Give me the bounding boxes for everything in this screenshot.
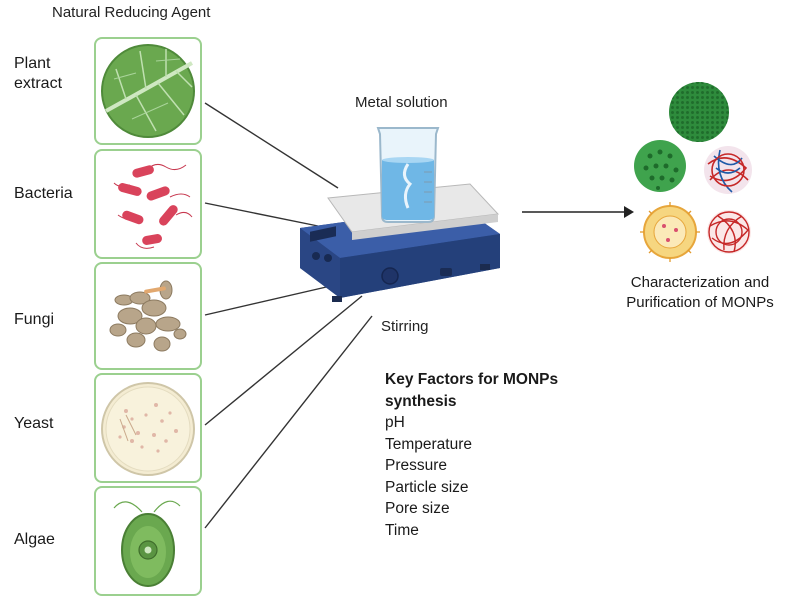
nanoparticle-icon [634, 82, 752, 262]
algae-icon [113, 500, 181, 587]
fungi-icon [109, 280, 187, 352]
connector-plant [204, 102, 339, 189]
label-fungi: Fungi [14, 311, 55, 328]
label-plant-line1: Plant [14, 55, 51, 72]
key-factors-block: Key Factors for MONPs synthesis pH Tempe… [385, 369, 558, 541]
stirring-label: Stirring [381, 318, 429, 335]
key-factors-title-line2: synthesis [385, 392, 457, 410]
key-factors-title: Key Factors for MONPs [385, 371, 559, 388]
factor-item: Pressure [385, 457, 448, 474]
connector-yeast [204, 295, 363, 426]
label-plant-line2: extract [14, 75, 63, 92]
fungi-box [94, 262, 202, 370]
arrow-right-icon [522, 206, 634, 218]
connector-fungi [204, 284, 336, 316]
petri-dish-icon [101, 382, 195, 476]
label-yeast: Yeast [14, 415, 54, 432]
particle-red-coil [707, 210, 751, 254]
factor-item: Temperature [385, 435, 473, 453]
characterization-line2: Purification of MONPs [626, 294, 774, 311]
algae-box [94, 486, 202, 596]
factor-item: Particle size [385, 478, 469, 496]
connector-bacteria [204, 202, 319, 227]
factor-item: Pore size [385, 500, 450, 517]
metal-solution-label: Metal solution [355, 94, 448, 111]
bacteria-icon [113, 163, 193, 249]
factor-item: pH [385, 414, 405, 431]
yeast-box [94, 373, 202, 483]
key-factors-list: pH Temperature Pressure Particle size Po… [385, 412, 558, 541]
header-title: Natural Reducing Agent [52, 4, 211, 21]
label-plant-extract: Plant extract [14, 54, 62, 94]
label-algae: Algae [14, 531, 55, 548]
label-bacteria: Bacteria [14, 185, 73, 202]
connector-algae [204, 315, 373, 529]
particle-green-spotted [634, 140, 686, 192]
factor-item: Time [385, 521, 419, 539]
bacteria-box [94, 149, 202, 259]
beaker-icon [376, 127, 440, 223]
characterization-line1: Characterization and [630, 274, 770, 291]
characterization-label: Characterization and Purification of MON… [600, 273, 800, 313]
plant-extract-box [94, 37, 202, 145]
leaf-icon [101, 44, 195, 138]
